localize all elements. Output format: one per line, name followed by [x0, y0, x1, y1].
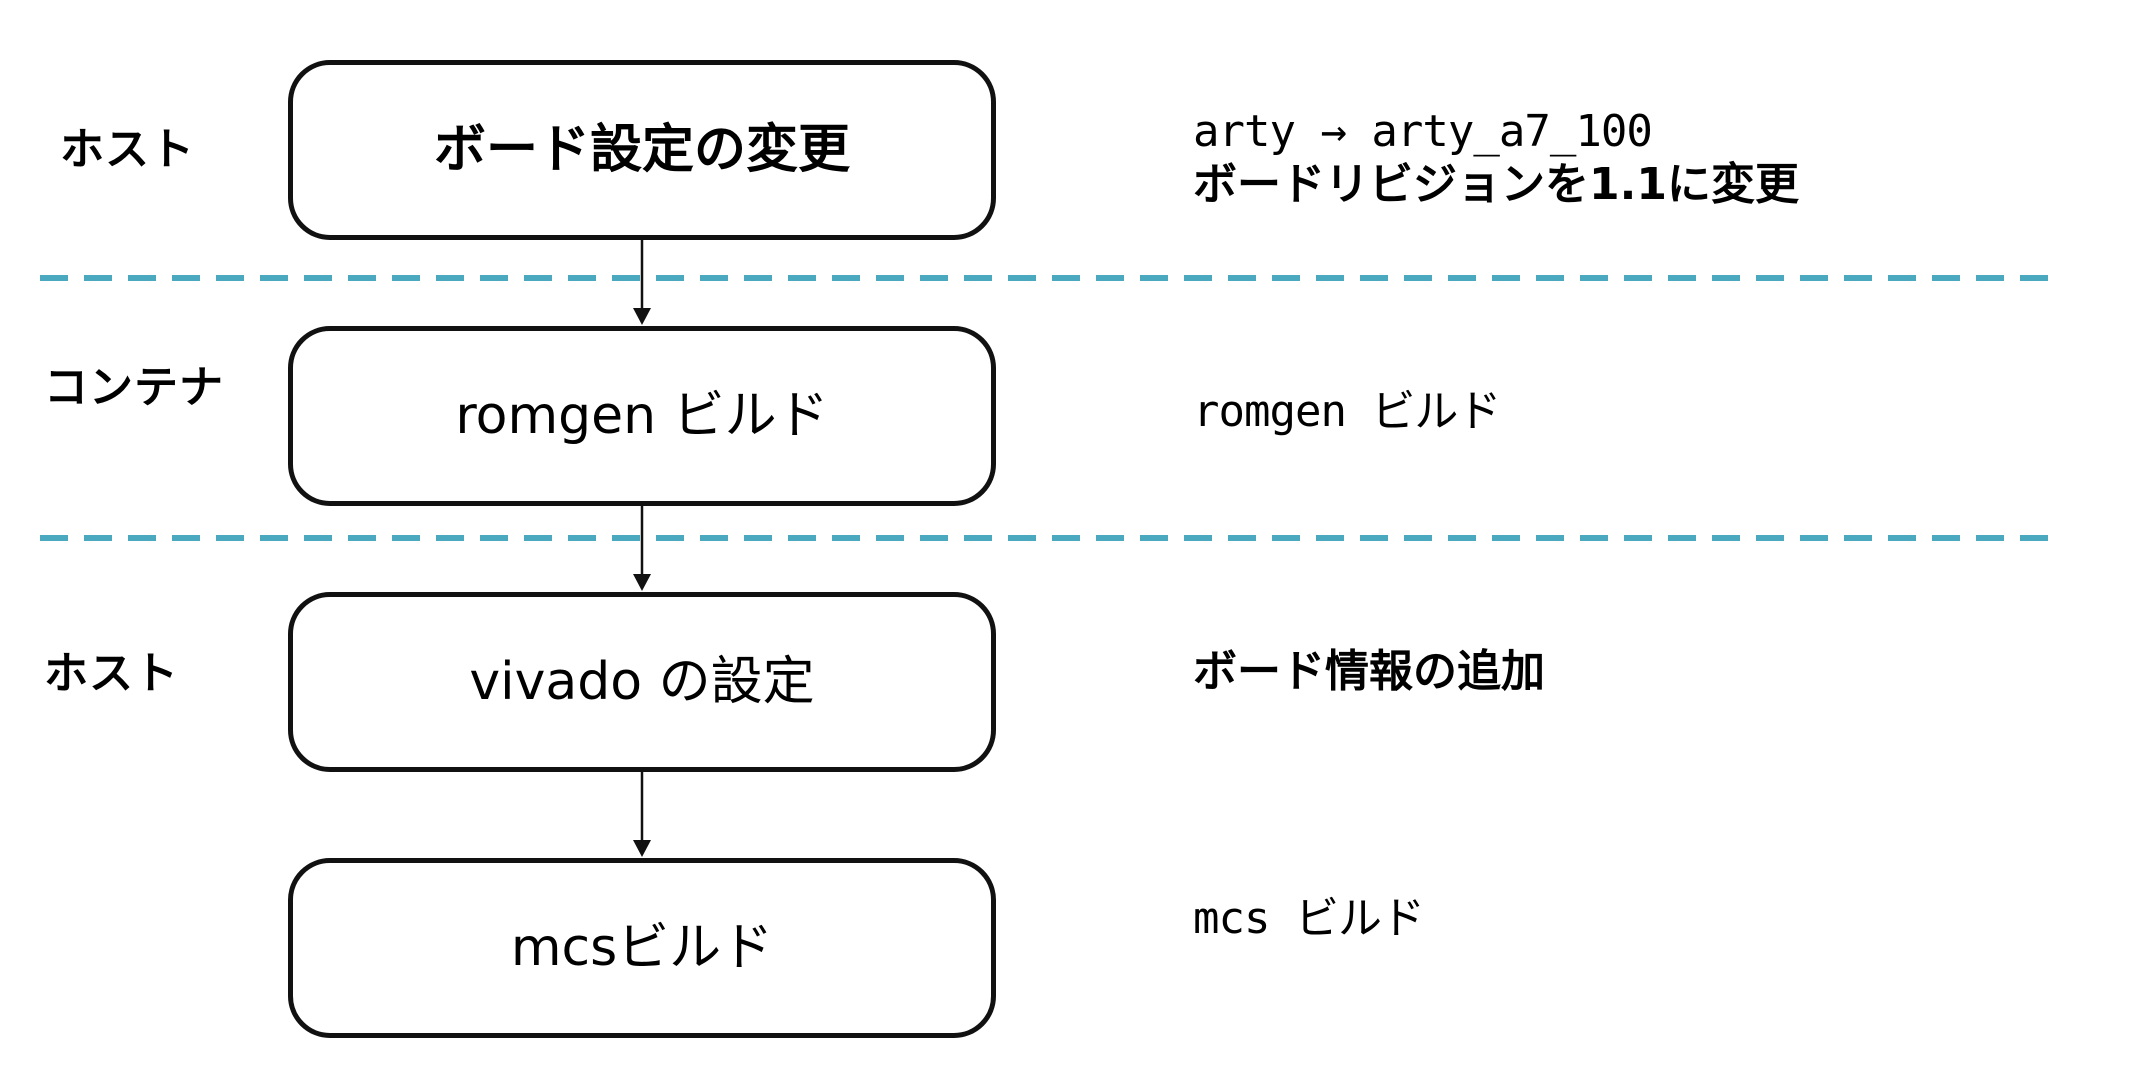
step-romgen-build-label: romgen ビルド — [455, 386, 829, 446]
lane-label-container: コンテナ — [44, 362, 224, 413]
step-mcs-build-label: mcsビルド — [510, 918, 774, 978]
step-mcs-build: mcsビルド — [288, 858, 996, 1038]
note-board-config: arty → arty_a7_100 ボードリビジョンを1.1に変更 — [1193, 106, 1799, 212]
step-board-config-label: ボード設定の変更 — [433, 120, 850, 180]
note-romgen-text: romgen ビルド — [1193, 386, 1501, 437]
note-mcs-text: mcs ビルド — [1193, 893, 1425, 944]
lane-label-host-top: ホスト — [60, 124, 195, 175]
note-mcs: mcs ビルド — [1193, 893, 1425, 946]
note-vivado: ボード情報の追加 — [1193, 646, 1545, 699]
note-vivado-text: ボード情報の追加 — [1193, 646, 1545, 697]
arrowhead-step3 — [633, 574, 651, 591]
arrowhead-step2 — [633, 308, 651, 325]
step-board-config: ボード設定の変更 — [288, 60, 996, 240]
note-board-config-line2: ボードリビジョンを1.1に変更 — [1193, 158, 1799, 210]
note-romgen: romgen ビルド — [1193, 386, 1501, 439]
arrowhead-step4 — [633, 840, 651, 857]
lane-label-host-bottom: ホスト — [44, 648, 179, 699]
note-board-config-line1: arty → arty_a7_100 — [1193, 106, 1653, 157]
step-vivado-setup: vivado の設定 — [288, 592, 996, 772]
step-vivado-setup-label: vivado の設定 — [469, 652, 815, 712]
step-romgen-build: romgen ビルド — [288, 326, 996, 506]
